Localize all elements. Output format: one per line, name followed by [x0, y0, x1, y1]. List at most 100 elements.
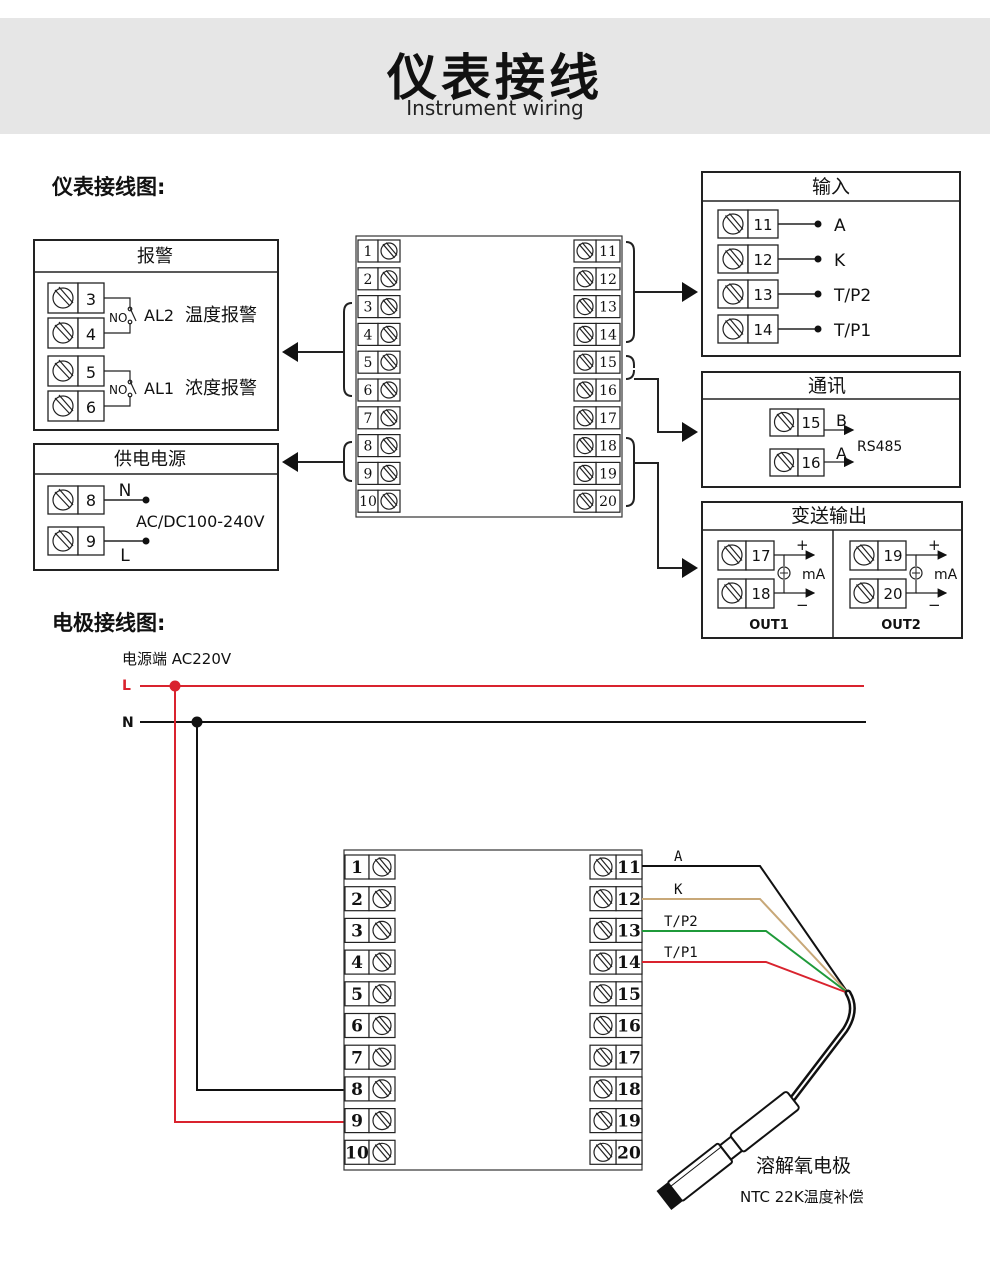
- transmit-title: 变送输出: [791, 505, 867, 527]
- terminal-number-1: 1: [351, 858, 363, 878]
- terminal-17: 17: [589, 1044, 643, 1070]
- terminal-4: 4: [344, 949, 396, 975]
- alarm-terminal-5: 5: [86, 363, 96, 382]
- terminal-number-4: 4: [351, 953, 363, 973]
- input-terminal-12: 12: [753, 251, 772, 269]
- terminal-18: 18: [589, 1076, 643, 1102]
- terminal-number-7: 7: [364, 411, 373, 427]
- terminal-number-16: 16: [617, 1017, 641, 1037]
- terminal-number-12: 12: [617, 890, 641, 910]
- power-terminal-8: 8: [86, 491, 96, 510]
- terminal-number-8: 8: [351, 1080, 363, 1100]
- terminal-11: 11: [589, 854, 643, 880]
- alarm-title: 报警: [137, 246, 173, 267]
- power-box: 供电电源 8 9 N L AC/DC100-240V: [33, 443, 279, 571]
- terminal-number-13: 13: [599, 300, 617, 316]
- terminal-13: 13: [589, 917, 643, 944]
- transmit-terminal-20: 20: [883, 585, 902, 603]
- wire-label-k: K: [674, 882, 683, 898]
- input-terminal-13: 13: [753, 286, 772, 304]
- terminal-10: 10: [357, 489, 401, 513]
- terminal-13: 13: [573, 295, 621, 319]
- terminal-6: 6: [357, 378, 401, 402]
- n-drop-wire: [196, 722, 344, 1091]
- header-banner: [0, 18, 990, 134]
- power-title: 供电电源: [114, 449, 186, 470]
- terminal-number-2: 2: [364, 272, 373, 288]
- transmit-unit-out1: mA: [802, 567, 826, 583]
- electrode-block-left: 1 2 3 4 5 6 7 8 9 10: [344, 854, 396, 1165]
- terminal-number-1: 1: [364, 244, 373, 260]
- terminal-19: 19: [573, 461, 621, 485]
- terminal-10: 10: [344, 1139, 396, 1165]
- transmit-plus-out2: +: [928, 536, 941, 554]
- terminal-16: 16: [589, 1012, 643, 1039]
- terminal-12: 12: [573, 267, 621, 291]
- terminal-2: 2: [344, 886, 396, 912]
- terminal-14: 14: [589, 949, 643, 975]
- terminal-number-19: 19: [617, 1112, 641, 1132]
- terminal-number-11: 11: [617, 858, 641, 878]
- electrode-section-title: 电极接线图:: [52, 611, 165, 635]
- terminal-number-17: 17: [599, 411, 617, 427]
- input-label-14: T/P1: [833, 321, 871, 341]
- terminal-number-7: 7: [351, 1048, 363, 1068]
- terminal-number-12: 12: [599, 272, 617, 288]
- electrode-name: 溶解氧电极: [756, 1155, 851, 1177]
- transmit-unit-out2: mA: [934, 567, 958, 583]
- power-range: AC/DC100-240V: [136, 512, 265, 531]
- transmit-label-out2: OUT2: [881, 618, 921, 633]
- terminal-number-19: 19: [599, 466, 617, 482]
- terminal-9: 9: [344, 1107, 396, 1134]
- sensor-wires: [642, 865, 849, 994]
- terminal-number-10: 10: [359, 494, 377, 510]
- terminal-15: 15: [589, 981, 643, 1007]
- alarm-box: 报警 3 4 5 6 NO NO AL2 温度报: [33, 239, 279, 431]
- terminal-6: 6: [344, 1012, 396, 1039]
- meter-section-title: 仪表接线图:: [51, 175, 165, 199]
- transmit-minus-out2: −: [928, 596, 941, 614]
- terminal-18: 18: [573, 434, 621, 458]
- terminal-number-4: 4: [364, 327, 373, 343]
- comm-terminal-16: 16: [801, 454, 820, 472]
- terminal-4: 4: [357, 322, 401, 346]
- comm-protocol: RS485: [857, 439, 902, 455]
- terminal-14: 14: [573, 322, 621, 346]
- alarm-terminal-3: 3: [86, 290, 96, 309]
- l-drop-wire: [174, 686, 344, 1123]
- terminal-number-15: 15: [599, 355, 617, 371]
- page-subtitle: Instrument wiring: [406, 96, 584, 120]
- alarm-terminal-4: 4: [86, 325, 96, 344]
- terminal-number-2: 2: [351, 890, 363, 910]
- terminal-3: 3: [344, 917, 396, 944]
- alarm-al2-desc: 温度报警: [185, 305, 257, 326]
- alarm-terminal-6: 6: [86, 398, 96, 417]
- terminal-number-6: 6: [351, 1017, 363, 1037]
- terminal-number-6: 6: [364, 383, 373, 399]
- comm-a-label: A: [836, 444, 847, 463]
- transmit-plus-out1: +: [796, 536, 809, 554]
- terminal-20: 20: [589, 1139, 643, 1165]
- terminal-number-3: 3: [351, 922, 363, 942]
- terminal-number-18: 18: [599, 439, 617, 455]
- wire-label-tp1: T/P1: [664, 945, 698, 961]
- terminal-number-9: 9: [351, 1112, 363, 1132]
- terminal-7: 7: [344, 1044, 396, 1070]
- terminal-number-9: 9: [364, 466, 373, 482]
- terminal-1: 1: [357, 239, 401, 263]
- line-n-label: N: [122, 715, 134, 731]
- terminal-3: 3: [357, 295, 401, 319]
- terminal-5: 5: [344, 981, 396, 1007]
- transmit-minus-out1: −: [796, 596, 809, 614]
- terminal-8: 8: [344, 1076, 396, 1102]
- terminal-number-15: 15: [617, 985, 641, 1005]
- terminal-number-10: 10: [345, 1143, 369, 1163]
